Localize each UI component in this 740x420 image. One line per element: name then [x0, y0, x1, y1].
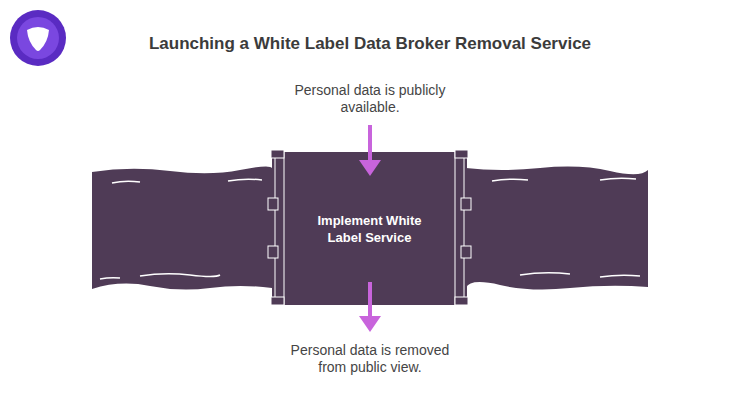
gate-box: Implement White Label Service	[272, 152, 467, 305]
flow-note: Personal data is removed from public vie…	[275, 342, 465, 376]
diagram-title: Launching a White Label Data Broker Remo…	[0, 34, 740, 54]
flow-note: Personal data is publicly available.	[275, 82, 465, 116]
gate-posts	[268, 150, 471, 305]
water-band-left	[92, 166, 272, 289]
water-band-right	[466, 167, 648, 290]
node-text-group: Implement White Label Service	[305, 212, 435, 246]
logo	[10, 10, 66, 66]
box-label: Implement White Label Service	[305, 212, 435, 246]
